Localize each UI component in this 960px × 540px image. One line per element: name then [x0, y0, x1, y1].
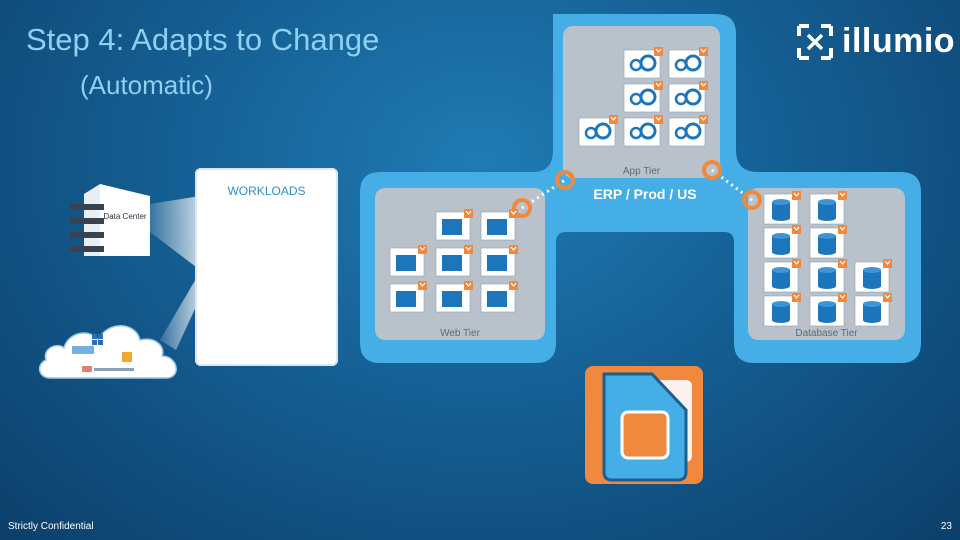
workload-database-icon — [854, 259, 892, 293]
datacenter-icon — [70, 184, 150, 256]
workload-cube-icon — [480, 245, 518, 277]
web-tier-label: Web Tier — [440, 328, 480, 339]
workload-database-icon — [809, 225, 847, 259]
workload-database-icon — [763, 259, 801, 293]
slide-title: Step 4: Adapts to Change — [26, 22, 380, 57]
workload-cube-icon — [389, 281, 427, 313]
workload-database-icon — [809, 259, 847, 293]
workload-database-icon — [763, 191, 801, 225]
web-workload-cubes — [389, 209, 518, 313]
workload-cube-icon — [435, 245, 473, 277]
datacenter-label: Data Center — [103, 212, 147, 221]
workload-cube-icon — [480, 209, 518, 241]
logo-wordmark: illumio — [842, 22, 956, 60]
workload-database-icon — [854, 293, 892, 327]
web-app-link — [512, 170, 575, 218]
confidential-note: Strictly Confidential — [8, 521, 94, 532]
workload-database-icon — [763, 293, 801, 327]
erp-group-label: ERP / Prod / US — [593, 186, 697, 202]
policy-document-icon — [585, 366, 703, 484]
app-tier-label: App Tier — [622, 166, 661, 177]
db-workload-cylinders — [763, 191, 892, 327]
workload-gear-icon — [623, 47, 663, 79]
workload-gear-icon — [623, 115, 663, 147]
database-tier-label: Database Tier — [795, 328, 858, 339]
workload-gear-icon — [623, 81, 663, 113]
cloud-beam — [160, 272, 200, 350]
slide-subtitle: (Automatic) — [80, 70, 213, 100]
workload-database-icon — [809, 191, 847, 225]
workload-database-icon — [763, 225, 801, 259]
workloads-panel: WORKLOADS — [195, 168, 338, 366]
page-number: 23 — [940, 521, 952, 532]
workload-database-icon — [809, 293, 847, 327]
app-workload-gears — [578, 47, 708, 147]
workload-gear-icon — [668, 81, 708, 113]
workloads-label: WORKLOADS — [227, 184, 306, 198]
workload-cube-icon — [435, 209, 473, 241]
workload-gear-icon — [668, 47, 708, 79]
workload-cube-icon — [480, 281, 518, 313]
datacenter-beam — [150, 196, 200, 270]
illumio-logo-icon — [797, 23, 833, 60]
cloud-icon — [38, 325, 177, 379]
workload-cube-icon — [389, 245, 427, 277]
workload-gear-icon — [668, 115, 708, 147]
workload-gear-icon — [578, 115, 618, 147]
illumio-logo: illumio — [796, 22, 955, 61]
app-db-link — [702, 160, 762, 210]
workload-cube-icon — [435, 281, 473, 313]
